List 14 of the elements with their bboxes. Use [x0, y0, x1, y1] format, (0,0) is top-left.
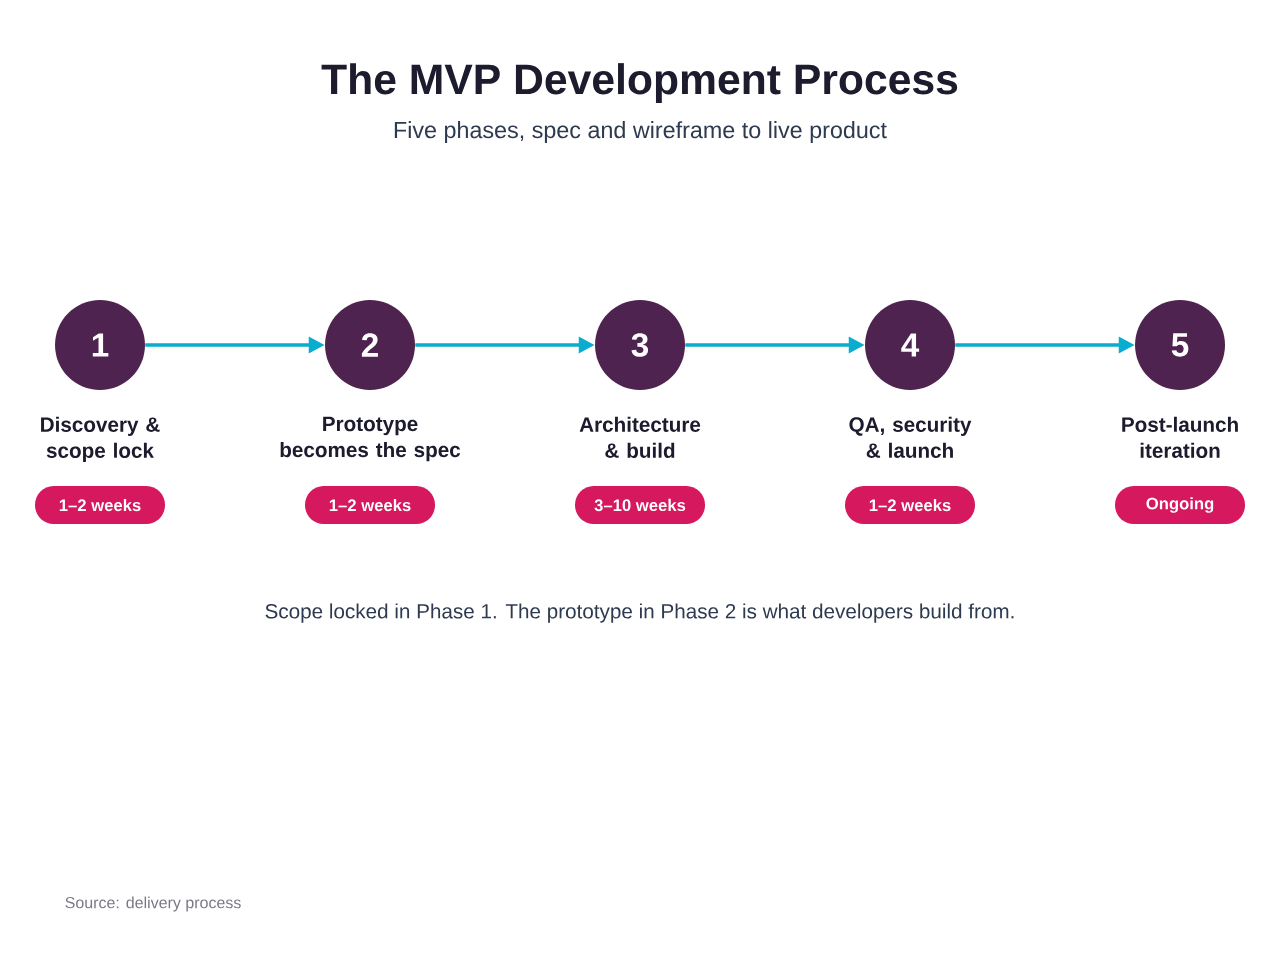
phase-title: Architecture & build	[579, 416, 701, 458]
phase-title: Prototype becomes the spec	[280, 416, 461, 462]
duration-pill: Ongoing	[1115, 486, 1245, 524]
source-note: Source: delivery process	[65, 896, 241, 912]
duration-pill: 3–10 weeks	[575, 486, 705, 524]
title: The MVP Development Process	[321, 63, 958, 103]
phase-title: Post-launch iteration	[1122, 416, 1238, 458]
duration-pill: 1–2 weeks	[305, 486, 435, 524]
caption: Scope locked in Phase 1. The prototype in Phase 2 is what developers build from.	[265, 603, 1014, 623]
phase-title: Discovery & scope lock	[41, 416, 160, 462]
phase-title: QA, security & launch	[849, 416, 972, 458]
duration-pill: 1–2 weeks	[845, 486, 975, 524]
subtitle: Five phases, spec and wireframe to live product	[394, 121, 887, 143]
duration-pill: 1–2 weeks	[35, 486, 165, 524]
